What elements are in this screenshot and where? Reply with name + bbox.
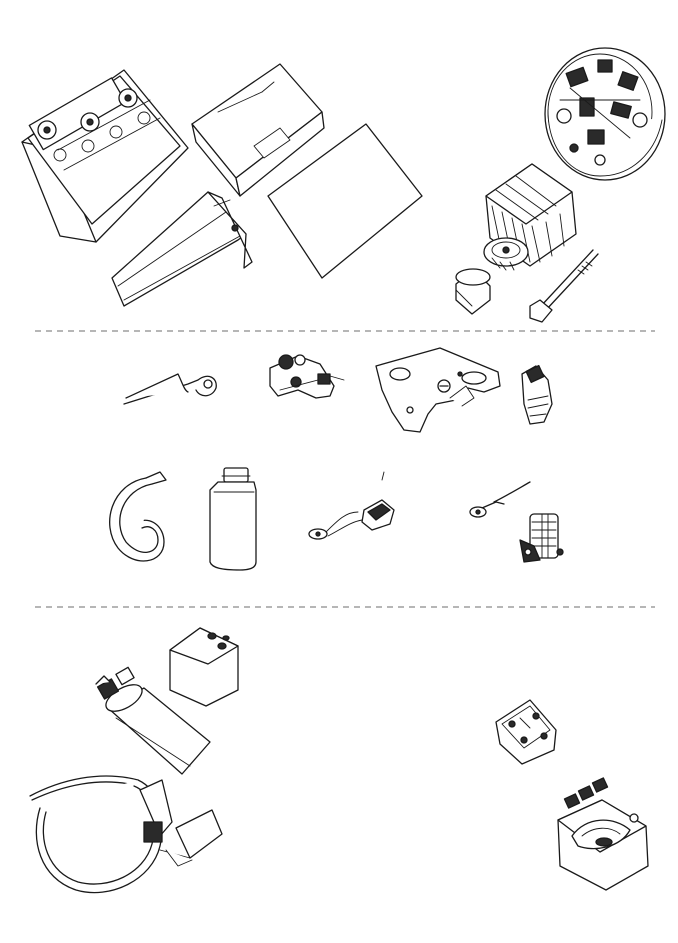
voltage-regulator-icon xyxy=(557,777,649,891)
rotor-icon xyxy=(521,364,553,425)
ballast-block-icon xyxy=(169,627,239,707)
starter-bushing-icon xyxy=(455,268,491,315)
starter-armature-icon xyxy=(483,163,577,271)
starter-solenoid-icon xyxy=(95,666,211,775)
battery-icon xyxy=(21,69,189,243)
plug-wire-harness-icon xyxy=(29,775,223,894)
condenser-icon xyxy=(308,471,395,540)
contact-points-icon xyxy=(269,354,345,399)
breaker-plate-icon xyxy=(375,347,501,433)
battery-hold-down-icon xyxy=(111,191,253,307)
cable-clip-icon xyxy=(109,471,167,562)
fluid-bottle-icon xyxy=(209,467,257,571)
battery-pad-icon xyxy=(267,123,423,279)
terminal-block-icon xyxy=(495,699,557,765)
ground-strap-icon xyxy=(123,373,217,405)
ignition-coil-icon xyxy=(469,481,564,563)
battery-cover-icon xyxy=(191,63,325,197)
through-bolt-icon xyxy=(529,249,599,323)
starter-end-frame-icon xyxy=(544,47,666,181)
